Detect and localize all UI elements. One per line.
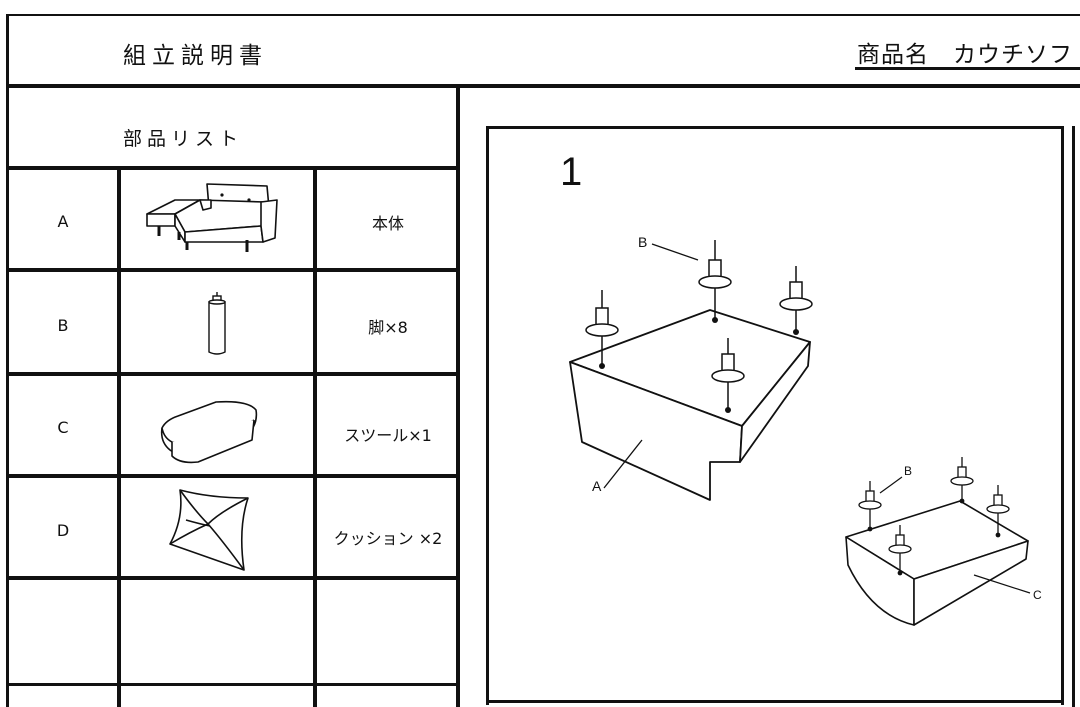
parts-col-divider (313, 168, 317, 707)
frame-left (6, 14, 9, 707)
part-name-c: スツール×1 (344, 426, 432, 445)
leg-left (585, 290, 619, 366)
part-letter-b: B (57, 316, 69, 335)
next-panel-left-edge (1072, 126, 1075, 707)
product-name-underline (855, 67, 1080, 70)
leg-right (779, 266, 813, 332)
leg-icon (208, 292, 226, 355)
part-letter-c: C (57, 418, 69, 437)
part-name-b: 脚×8 (368, 318, 408, 337)
frame-top (6, 14, 1080, 16)
document-title: 組立説明書 (123, 43, 268, 69)
sofa-base-legs-illustration (569, 240, 813, 501)
part-letter-a: A (57, 212, 69, 231)
step-panel (486, 126, 1064, 705)
parts-list-title: 部品リスト (123, 128, 244, 150)
parts-row-divider (6, 372, 460, 376)
callout-b-small: B (904, 464, 913, 478)
stool-legs-illustration (845, 457, 1031, 626)
parts-row-divider (6, 474, 460, 478)
callout-c-small: C (1033, 588, 1042, 602)
parts-list-right-border (456, 88, 460, 707)
parts-col-divider (117, 168, 121, 707)
product-name: 商品名 カウチソフ (857, 42, 1073, 68)
part-name-d: クッション ×2 (333, 529, 443, 548)
callout-b-main: B (638, 234, 648, 250)
parts-row-divider (6, 166, 460, 170)
part-letter-d: D (56, 521, 70, 540)
parts-row-divider (6, 576, 460, 580)
cushion-icon (169, 489, 249, 571)
parts-row-divider (6, 683, 460, 686)
leg-front (711, 338, 745, 410)
parts-row-divider (6, 268, 460, 272)
leg-top (698, 240, 732, 320)
step-panel-bottom (486, 700, 1064, 703)
stool-icon (160, 400, 258, 464)
header-bottom-border (6, 84, 1080, 88)
callout-a-main: A (592, 478, 602, 494)
step-number: 1 (560, 150, 583, 194)
sofa-body-icon (146, 183, 278, 252)
part-name-a: 本体 (371, 214, 404, 233)
